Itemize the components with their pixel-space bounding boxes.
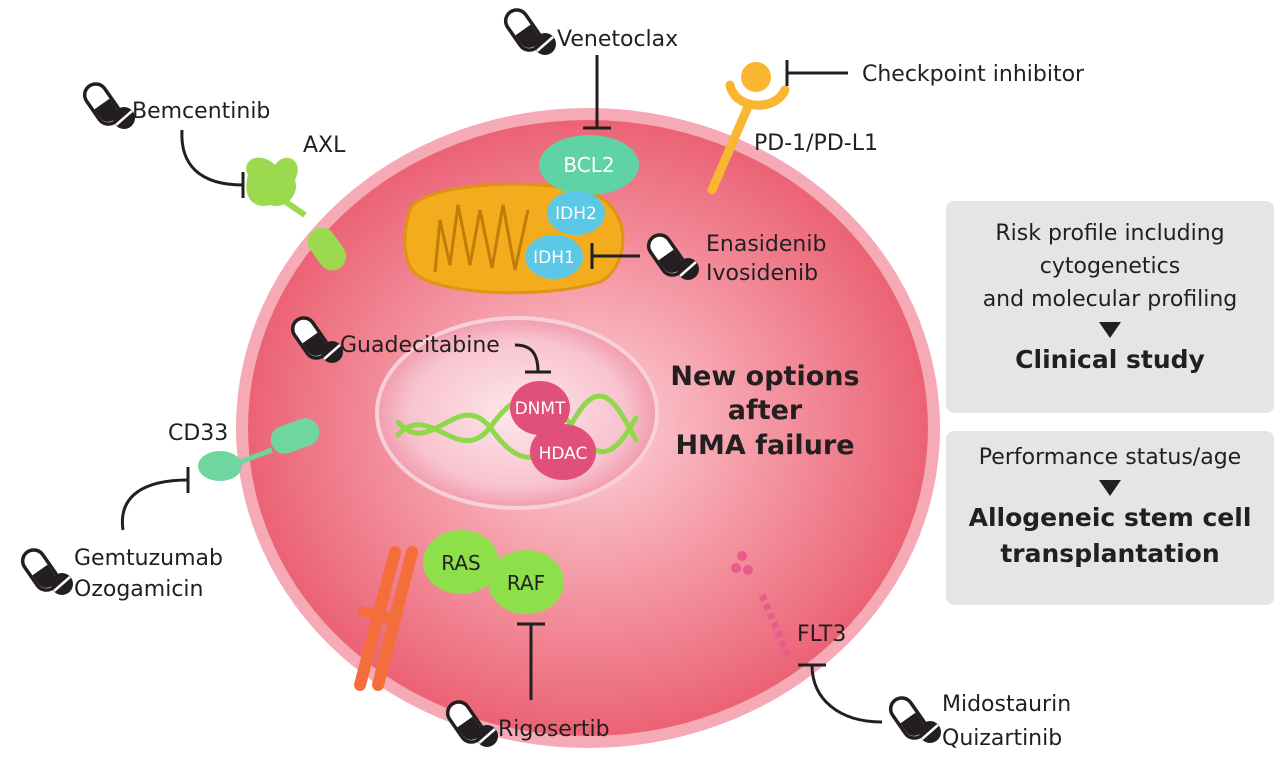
center-heading-line-2: after — [728, 395, 803, 426]
cd33-receptor-icon — [198, 418, 320, 481]
pd1-pdl1-label: PD-1/PD-L1 — [754, 131, 878, 156]
allogeneic-label-line-1: Allogeneic stem cell — [968, 503, 1252, 532]
raf-molecule — [488, 550, 564, 614]
axl-label: AXL — [303, 133, 346, 158]
bemcentinib-label: Bemcentinib — [132, 99, 270, 124]
axl-receptor-icon — [246, 157, 347, 271]
ras-label: RAS — [441, 551, 480, 575]
center-heading-line-3: HMA failure — [675, 430, 854, 461]
raf-label: RAF — [507, 571, 545, 595]
risk-profile-line-1: Risk profile including — [995, 221, 1225, 246]
gemtuzumab-inhibition-line — [120, 478, 189, 531]
rigosertib-label: Rigosertib — [498, 717, 610, 742]
enasidenib-label: Enasidenib — [706, 232, 826, 257]
bemcentinib-inhibition-line — [180, 129, 244, 187]
ozogamicin-label: Ozogamicin — [74, 577, 203, 602]
center-heading-line-1: New options — [670, 361, 859, 392]
pill-icon-gemtuzumab — [16, 543, 75, 597]
bcl2-molecule — [539, 135, 639, 195]
idh1-molecule — [525, 235, 583, 279]
pill-icon-venetoclax — [499, 3, 558, 57]
idh2-label: IDH2 — [555, 204, 597, 224]
guadecitabine-label: Guadecitabine — [340, 333, 500, 358]
bcl2-label: BCL2 — [563, 153, 614, 177]
idh2-molecule — [547, 191, 605, 235]
clinical-study-label: Clinical study — [1015, 345, 1205, 374]
quizartinib-label: Quizartinib — [942, 726, 1062, 751]
midostaurin-inhibition-line — [810, 664, 883, 724]
pd1-receptor-icon — [707, 62, 790, 195]
flt3-label: FLT3 — [797, 622, 846, 647]
pill-icon-bemcentinib — [78, 77, 137, 131]
inhibition-lines — [120, 55, 883, 724]
down-arrow-icon — [1099, 322, 1121, 338]
hdac-label: HDAC — [539, 444, 588, 464]
transplant-box: Performance status/age Allogeneic stem c… — [946, 431, 1274, 605]
gemtuzumab-label: Gemtuzumab — [74, 546, 223, 571]
midostaurin-label: Midostaurin — [942, 692, 1071, 717]
dnmt-molecule — [510, 381, 570, 435]
ras-receptor-icon — [354, 546, 418, 691]
risk-profile-line-2: cytogenetics — [1039, 254, 1181, 279]
flt3-receptor-icon — [731, 551, 794, 662]
risk-profile-box: Risk profile including cytogenetics and … — [946, 201, 1274, 413]
idh1-label: IDH1 — [533, 248, 575, 268]
ras-molecule — [423, 530, 499, 594]
ivosidenib-label: Ivosidenib — [706, 261, 818, 286]
hdac-molecule — [530, 424, 596, 480]
performance-status-label: Performance status/age — [978, 445, 1242, 470]
guadecitabine-inhibition-line — [514, 343, 540, 373]
down-arrow-icon — [1099, 480, 1121, 496]
venetoclax-label: Venetoclax — [557, 27, 678, 52]
dnmt-label: DNMT — [515, 399, 566, 419]
pill-icon-midostaurin — [884, 691, 943, 745]
cd33-label: CD33 — [168, 421, 228, 446]
center-heading: New options after HMA failure — [670, 361, 859, 461]
allogeneic-label-line-2: transplantation — [1000, 539, 1220, 568]
checkpoint-inhibitor-label: Checkpoint inhibitor — [862, 62, 1085, 87]
risk-profile-line-3: and molecular profiling — [982, 287, 1238, 312]
